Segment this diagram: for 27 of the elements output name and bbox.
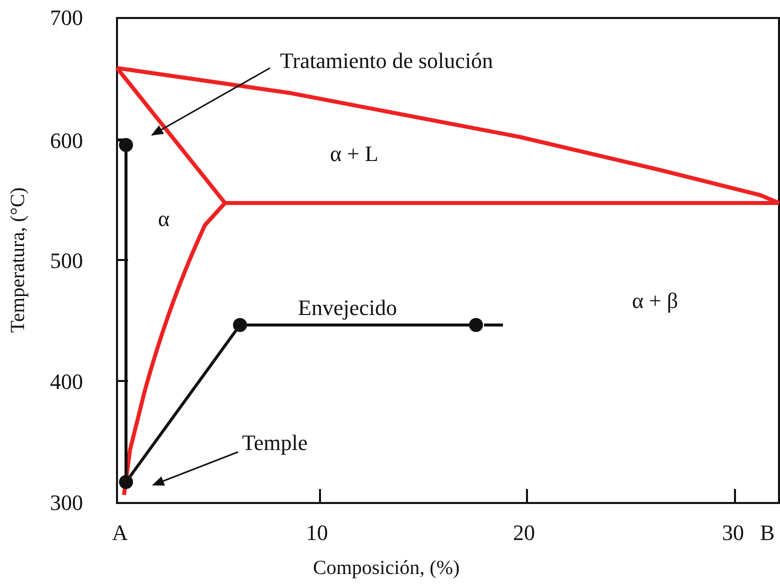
tick-label: 500 bbox=[50, 250, 83, 272]
callout-label: Tratamiento de solución bbox=[280, 50, 494, 72]
tick-label: 600 bbox=[50, 130, 83, 152]
process-line bbox=[128, 330, 238, 478]
phase-label: α + L bbox=[330, 143, 378, 165]
tick-label: B bbox=[760, 522, 775, 544]
process-line bbox=[247, 324, 469, 326]
data-point bbox=[233, 318, 247, 332]
tick-label: 700 bbox=[50, 7, 83, 29]
axis-title: Composición, (%) bbox=[313, 558, 460, 578]
leader-line bbox=[151, 67, 270, 136]
leader-line bbox=[152, 451, 238, 486]
tick-label: 10 bbox=[306, 522, 328, 544]
data-point bbox=[119, 138, 133, 152]
tick-label: 30 bbox=[722, 522, 744, 544]
callout-label: Temple bbox=[242, 432, 308, 454]
phase-label: α bbox=[158, 208, 170, 230]
data-point bbox=[469, 318, 483, 332]
tick-label: A bbox=[112, 522, 128, 544]
axis-title: Temperatura, (°C) bbox=[8, 186, 28, 335]
tick-label: 20 bbox=[513, 522, 535, 544]
tick-label: 400 bbox=[50, 371, 83, 393]
phase-label: α + β bbox=[632, 290, 678, 312]
edge-label: Envejecido bbox=[298, 297, 397, 319]
tick-label: 300 bbox=[50, 492, 83, 514]
process-line bbox=[124, 152, 128, 475]
data-point bbox=[119, 475, 133, 489]
